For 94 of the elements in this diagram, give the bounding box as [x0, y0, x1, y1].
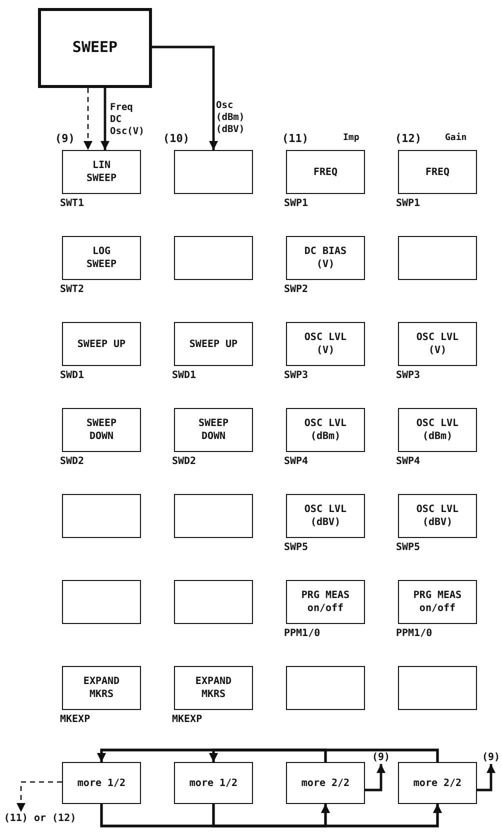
empty-softkey-box — [174, 236, 253, 280]
command-code: SWP4 — [396, 456, 420, 467]
softkey-box — [174, 322, 253, 366]
empty-softkey-box — [174, 580, 253, 624]
softkey-box — [174, 408, 253, 452]
key-label: OSC LVL (dBV) — [415, 503, 460, 529]
reference-text: (9) — [481, 751, 501, 764]
reference-text: (11) or (12) — [1, 812, 79, 825]
softkey-box — [398, 762, 477, 804]
softkey-box — [286, 762, 365, 804]
softkey-box — [62, 236, 141, 280]
empty-softkey-box — [174, 494, 253, 538]
menu-key-box — [38, 8, 152, 88]
key-label: OSC LVL (V) — [303, 331, 348, 357]
softkey-box — [286, 322, 365, 366]
key-label: more 1/2 — [189, 776, 238, 790]
column-number: (12) — [395, 132, 422, 145]
softkey-box — [398, 322, 477, 366]
command-code: SWP1 — [396, 198, 420, 209]
command-code: SWP3 — [396, 370, 420, 381]
command-code: SWD2 — [172, 456, 196, 467]
arrow — [477, 764, 496, 792]
key-label: more 2/2 — [301, 776, 350, 790]
column-number: (10) — [163, 132, 190, 145]
softkey-box — [174, 666, 253, 710]
key-label: OSC LVL (V) — [415, 331, 460, 357]
softkey-box — [398, 408, 477, 452]
softkey-box — [62, 666, 141, 710]
key-label: SWEEP DOWN — [197, 417, 230, 443]
softkey-box — [286, 150, 365, 194]
arrow — [365, 764, 386, 792]
softkey-box — [398, 494, 477, 538]
softkey-box — [286, 580, 365, 624]
empty-softkey-box — [62, 580, 141, 624]
softkey-box — [286, 236, 365, 280]
command-code: PPM1/0 — [396, 628, 432, 639]
command-code: SWP1 — [284, 198, 308, 209]
key-label: FREQ — [313, 166, 338, 178]
key-label: OSC LVL (dBm) — [415, 417, 460, 443]
key-label: OSC LVL (dBm) — [303, 417, 348, 443]
command-code: SWD1 — [60, 370, 84, 381]
softkey-box — [62, 762, 141, 804]
key-label: SWEEP UP — [189, 338, 238, 350]
key-label: LOG SWEEP — [85, 245, 118, 271]
arrow — [100, 88, 110, 150]
command-code: MKEXP — [172, 714, 202, 725]
command-code: SWP5 — [284, 542, 308, 553]
arrow — [209, 748, 439, 762]
arrow — [212, 804, 442, 828]
key-label: SWEEP UP — [77, 338, 126, 350]
key-label: FREQ — [425, 166, 450, 178]
key-label: PRG MEAS on/off — [412, 589, 463, 615]
softkey-box — [286, 408, 365, 452]
key-label: EXPAND MKRS — [194, 675, 233, 701]
command-code: SWP3 — [284, 370, 308, 381]
key-label: more 1/2 — [77, 776, 126, 790]
command-code: SWT2 — [60, 284, 84, 295]
column-number: (9) — [55, 132, 75, 145]
softkey-box — [398, 150, 477, 194]
empty-softkey-box — [398, 236, 477, 280]
command-code: SWT1 — [60, 198, 84, 209]
key-label: SWEEP — [72, 38, 118, 58]
command-code: SWP4 — [284, 456, 308, 467]
empty-softkey-box — [398, 666, 477, 710]
edge-label: Freq DC Osc(V) — [110, 102, 144, 138]
command-code: SWP5 — [396, 542, 420, 553]
command-code: PPM1/0 — [284, 628, 320, 639]
column-number: (11) — [282, 132, 308, 145]
arrow — [84, 88, 92, 150]
softkey-box — [62, 408, 141, 452]
arrow — [16, 781, 62, 812]
command-code: SWD1 — [172, 370, 196, 381]
key-label: PRG MEAS on/off — [300, 589, 351, 615]
key-label: more 2/2 — [413, 776, 462, 790]
edge-label: Osc (dBm) (dBV) — [216, 100, 245, 136]
empty-softkey-box — [62, 494, 141, 538]
command-code: SWD2 — [60, 456, 84, 467]
key-label: LIN SWEEP — [85, 159, 118, 185]
softkey-box — [174, 762, 253, 804]
arrow — [152, 46, 218, 150]
key-label: EXPAND MKRS — [82, 675, 121, 701]
softkey-box — [286, 494, 365, 538]
command-code: MKEXP — [60, 714, 90, 725]
key-label: SWEEP DOWN — [85, 417, 118, 443]
reference-text: (9) — [371, 751, 391, 764]
key-label: DC BIAS (V) — [303, 245, 348, 271]
empty-softkey-box — [286, 666, 365, 710]
empty-softkey-box — [174, 150, 253, 194]
softkey-box — [398, 580, 477, 624]
softkey-box — [62, 150, 141, 194]
key-label: OSC LVL (dBV) — [303, 503, 348, 529]
column-note: Gain — [445, 133, 467, 143]
softkey-box — [62, 322, 141, 366]
command-code: SWP2 — [284, 284, 308, 295]
